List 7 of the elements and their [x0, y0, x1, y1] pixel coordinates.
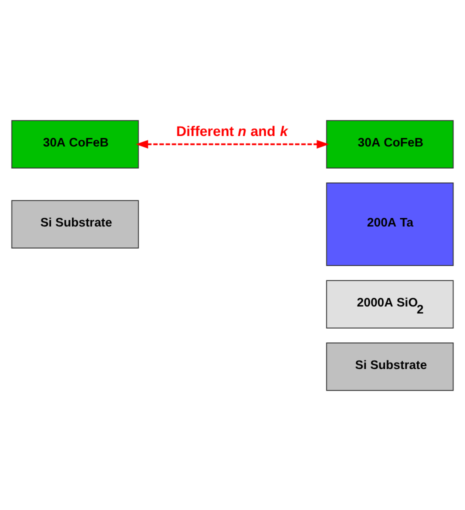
node-box: Si Substrate [326, 342, 454, 390]
arrow [136, 139, 330, 148]
node-box: 30A CoFeB [11, 120, 139, 168]
edge-label: Different n and k [176, 122, 288, 139]
node-box: 30A CoFeB [326, 120, 454, 168]
node-box: Si Substrate [11, 200, 139, 248]
node-box: 200A Ta [326, 182, 454, 266]
